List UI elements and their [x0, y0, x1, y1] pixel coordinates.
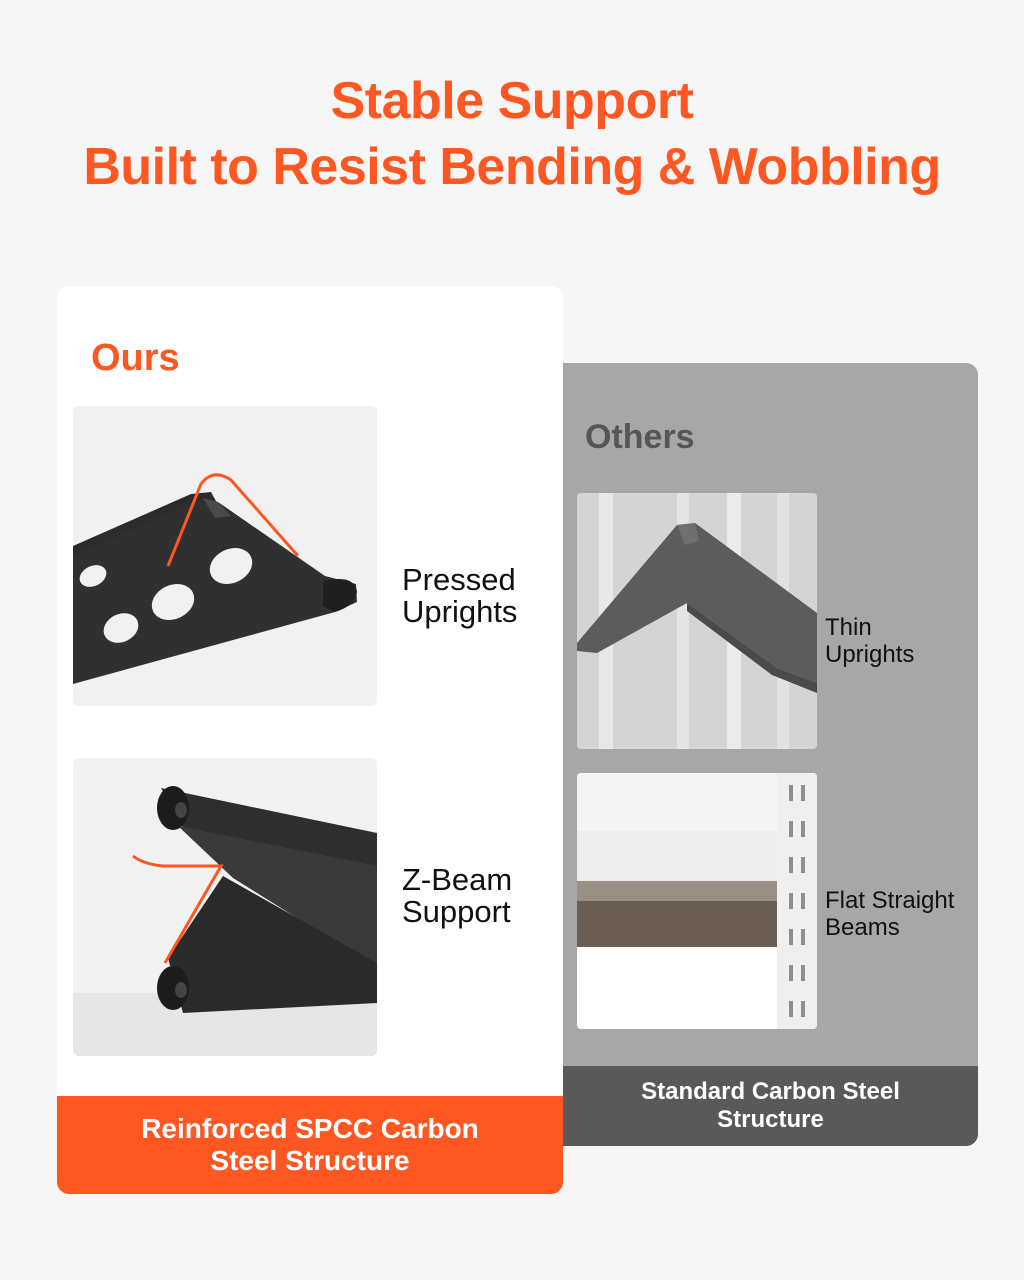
thin-uprights-line-1: Thin [825, 614, 872, 641]
others-footer-line-2: Structure [717, 1106, 824, 1133]
z-beam-line-2: Support [402, 894, 511, 929]
flat-beam-photo [577, 773, 817, 1029]
pressed-uprights-line-2: Uprights [402, 594, 518, 629]
pressed-uprights-label: Pressed Uprights [402, 564, 517, 628]
ours-footer-line-2: Steel Structure [210, 1145, 410, 1176]
headline-line-1: Stable Support [330, 72, 694, 130]
thin-upright-photo [577, 493, 817, 749]
flat-beam-illustration [577, 773, 817, 1029]
flat-beams-label: Flat Straight Beams [825, 887, 954, 941]
ours-footer-line-1: Reinforced SPCC Carbon [141, 1113, 479, 1144]
others-footer: Standard Carbon Steel Structure [563, 1066, 978, 1146]
flat-beams-line-2: Beams [825, 914, 900, 941]
z-beam-label: Z-Beam Support [402, 864, 512, 928]
ours-footer: Reinforced SPCC Carbon Steel Structure [57, 1096, 563, 1194]
headline: Stable Support Built to Resist Bending &… [0, 68, 1024, 200]
z-beam-illustration [73, 758, 377, 1056]
others-footer-line-1: Standard Carbon Steel [641, 1078, 900, 1105]
thin-uprights-line-2: Uprights [825, 641, 915, 668]
pressed-upright-photo [73, 406, 377, 706]
others-card: Others Thin Uprights [563, 363, 978, 1146]
thin-upright-illustration [577, 493, 817, 749]
z-beam-line-1: Z-Beam [402, 862, 513, 897]
headline-line-2: Built to Resist Bending & Wobbling [83, 138, 941, 196]
flat-beams-line-1: Flat Straight [825, 887, 955, 914]
pressed-uprights-line-1: Pressed [402, 562, 516, 597]
pressed-upright-illustration [73, 406, 377, 706]
ours-card: Ours Pressed Uprights [57, 286, 563, 1194]
others-title: Others [585, 418, 695, 456]
ours-title: Ours [91, 337, 180, 379]
thin-uprights-label: Thin Uprights [825, 614, 914, 668]
z-beam-photo [73, 758, 377, 1056]
